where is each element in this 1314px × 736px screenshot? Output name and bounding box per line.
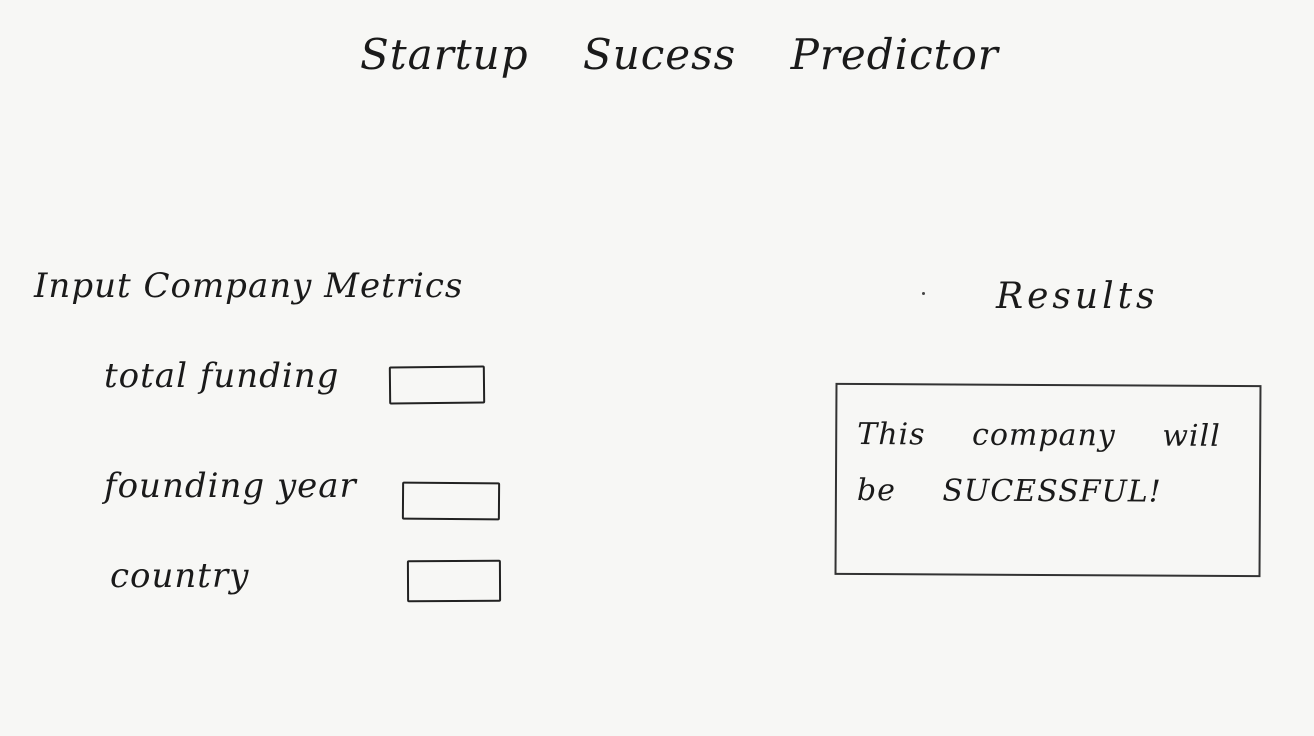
founding-year-input[interactable]	[401, 481, 501, 521]
results-title: Results	[996, 276, 1159, 317]
country-input[interactable]	[406, 559, 502, 603]
app-title: Startup Sucess Predictor	[360, 30, 999, 79]
founding-year-label: founding year	[104, 466, 357, 506]
results-message: This company will be SUCESSFUL!	[856, 417, 1221, 510]
results-box: This company will be SUCESSFUL!	[834, 382, 1262, 578]
input-section-title: Input Company Metrics	[34, 266, 464, 306]
total-funding-input[interactable]	[388, 365, 486, 405]
total-funding-label: total funding	[104, 356, 340, 396]
country-label: country	[110, 556, 250, 596]
stray-pencil-mark	[922, 292, 925, 295]
